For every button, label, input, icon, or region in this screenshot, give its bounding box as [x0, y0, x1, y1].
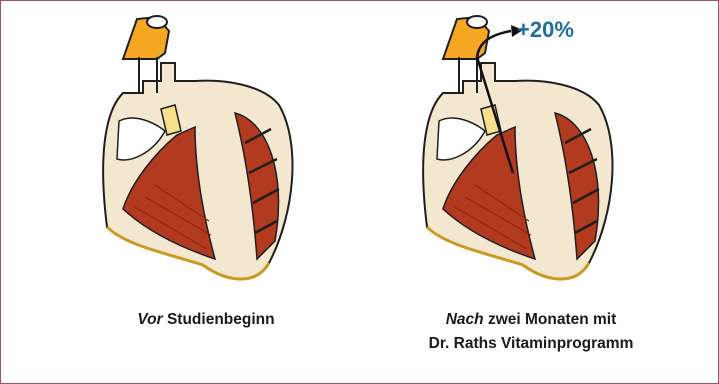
aorta-opening [147, 16, 167, 28]
caption-before-emphasis: Vor [137, 311, 162, 328]
heart-after-illustration [415, 13, 625, 289]
caption-before: Vor Studienbeginn [61, 308, 351, 332]
caption-after-emphasis: Nach [446, 311, 484, 328]
aorta-opening [467, 16, 487, 28]
caption-after-line1: Nach zwei Monaten mit [381, 308, 681, 332]
output-increase-label: +20% [517, 17, 574, 43]
caption-after-line2: Dr. Raths Vitaminprogramm [381, 332, 681, 356]
caption-after-text: zwei Monaten mit [484, 311, 617, 328]
heart-before-illustration [95, 13, 305, 289]
caption-after: Nach zwei Monaten mit Dr. Raths Vitaminp… [381, 308, 681, 356]
caption-before-text: Studienbeginn [163, 311, 275, 328]
